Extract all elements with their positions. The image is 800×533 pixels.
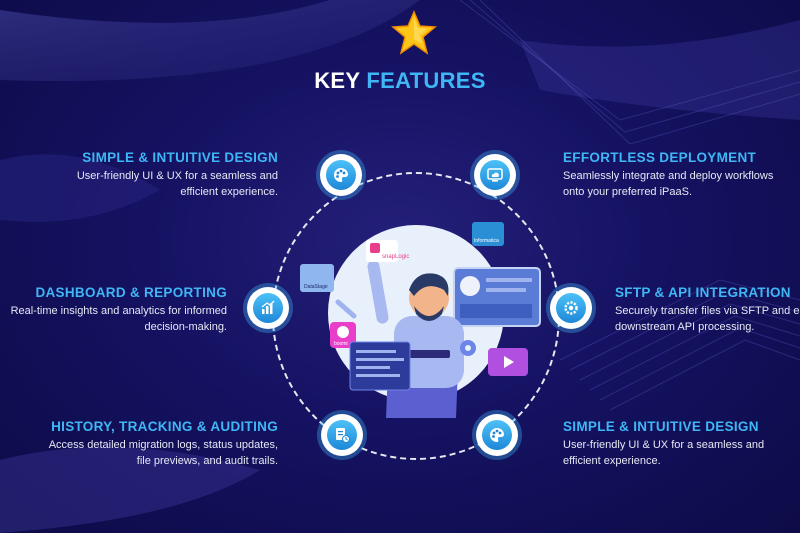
api-gear-icon xyxy=(564,301,578,315)
feature-desc-line: efficient experience. xyxy=(180,186,278,198)
feature-desc-line: downstream API processing. xyxy=(615,321,755,333)
feature-desc-line: Access detailed migration logs, status u… xyxy=(48,439,278,451)
feature-desc-line: decision-making. xyxy=(144,321,227,333)
snaplogic-badge: snapLogic xyxy=(382,254,409,260)
informatica-badge: Informatica xyxy=(474,238,499,244)
feature-simple-design-left: SIMPLE & INTUITIVE DESIGN User-friendly … xyxy=(77,150,278,200)
feature-desc-line: file previews, and audit trails. xyxy=(136,455,278,467)
feature-title: SIMPLE & INTUITIVE DESIGN xyxy=(82,150,278,165)
feature-dashboard-reporting: DASHBOARD & REPORTING Real-time insights… xyxy=(11,285,227,335)
chart-icon xyxy=(261,300,275,314)
page-title: KEY FEATURES xyxy=(0,68,800,94)
feature-effortless-deployment: EFFORTLESS DEPLOYMENT Seamlessly integra… xyxy=(563,150,773,200)
title-word-features: FEATURES xyxy=(366,68,486,93)
feature-desc-line: Seamlessly integrate and deploy workflow… xyxy=(563,170,774,182)
feature-history-tracking: HISTORY, TRACKING & AUDITING Access deta… xyxy=(49,419,278,469)
feature-title: DASHBOARD & REPORTING xyxy=(35,285,227,300)
feature-desc-line: Real-time insights and analytics for inf… xyxy=(10,305,227,317)
developer-illustration: snapLogic Informatica DataStage boomi xyxy=(300,222,541,418)
palette-node-top-left xyxy=(320,154,362,196)
feature-title: SIMPLE & INTUITIVE DESIGN xyxy=(563,419,759,434)
feature-desc-line: User-friendly UI & UX for a seamless and xyxy=(76,170,278,182)
feature-simple-design-right: SIMPLE & INTUITIVE DESIGN User-friendly … xyxy=(563,419,764,469)
feature-desc-line: User-friendly UI & UX for a seamless and xyxy=(563,439,765,451)
chart-node-mid-left xyxy=(247,287,289,329)
palette-node-bottom-right xyxy=(476,414,518,456)
palette-icon xyxy=(334,167,349,182)
feature-title: SFTP & API INTEGRATION xyxy=(615,285,791,300)
title-word-key: KEY xyxy=(314,68,360,93)
feature-desc-line: efficient experience. xyxy=(563,455,661,467)
feature-desc-line: onto your preferred iPaaS. xyxy=(563,186,693,198)
datastage-badge: DataStage xyxy=(304,284,328,290)
api-node-mid-right xyxy=(550,287,592,329)
feature-sftp-api: SFTP & API INTEGRATION Securely transfer… xyxy=(615,285,800,335)
feature-desc-line: Securely transfer files via SFTP and en xyxy=(615,305,800,317)
deploy-node-top-right xyxy=(474,154,516,196)
star-icon xyxy=(391,10,437,55)
audit-node-bottom-left xyxy=(321,414,363,456)
feature-title: HISTORY, TRACKING & AUDITING xyxy=(51,419,278,434)
cloud-deploy-icon xyxy=(487,168,503,182)
feature-title: EFFORTLESS DEPLOYMENT xyxy=(563,150,757,165)
palette-icon xyxy=(490,427,505,442)
boomi-badge: boomi xyxy=(334,341,348,347)
audit-log-icon xyxy=(336,428,350,443)
